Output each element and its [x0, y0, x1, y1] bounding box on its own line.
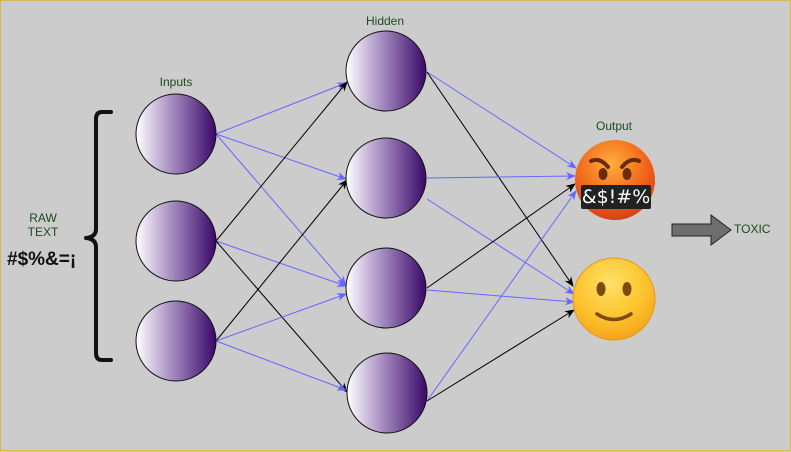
input-node-2: [135, 200, 217, 282]
hidden-layer-label: Hidden: [365, 14, 405, 28]
input-node-1: [135, 93, 217, 175]
input-hidden-edges: [215, 81, 348, 393]
raw-label-line1: RAW: [29, 211, 57, 225]
input-layer: [135, 93, 217, 382]
censored-text-badge: &$!#%: [581, 185, 651, 209]
raw-label-line2: TEXT: [27, 225, 59, 239]
raw-text-label: RAW TEXT: [15, 211, 71, 239]
toxic-result-label: TOXIC: [734, 222, 771, 236]
hidden-node-3: [345, 247, 427, 329]
curly-brace-icon: [84, 110, 113, 362]
input-node-3: [135, 300, 217, 382]
output-layer-label: Output: [595, 119, 633, 133]
hidden-node-1: [345, 30, 427, 112]
inputs-layer-label: Inputs: [159, 75, 193, 89]
smiling-face-icon: [572, 257, 656, 341]
hidden-node-4: [346, 352, 428, 434]
result-arrow-icon: [671, 214, 732, 246]
hidden-node-2: [345, 137, 427, 219]
hidden-output-edges: [426, 71, 577, 402]
hidden-layer: [345, 30, 428, 434]
raw-text-symbols: #$%&=¡: [7, 249, 77, 270]
